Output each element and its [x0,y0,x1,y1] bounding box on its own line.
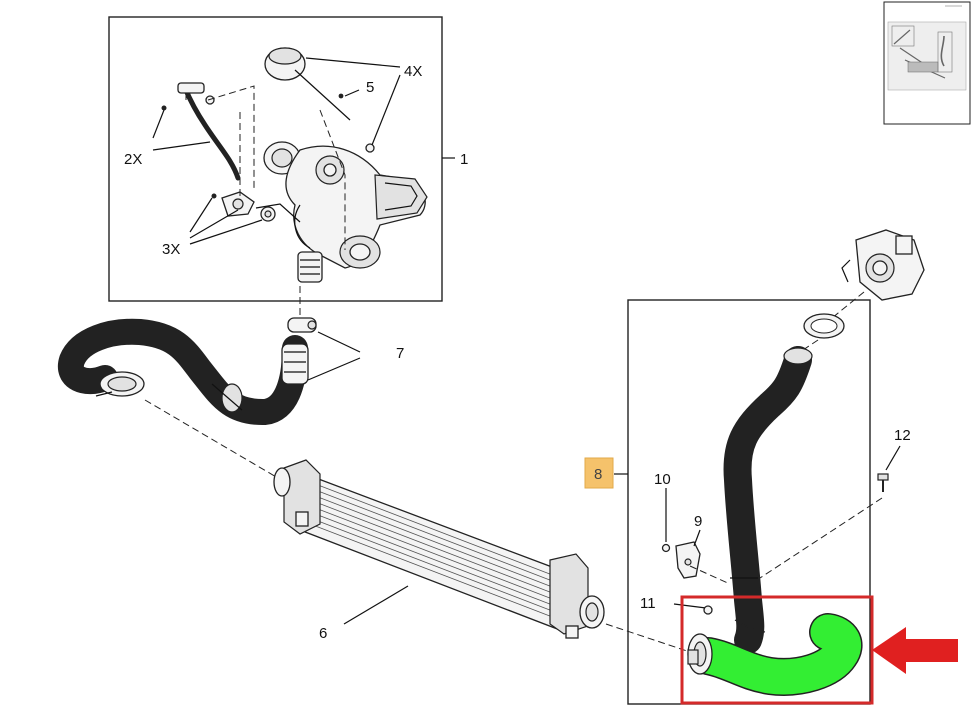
callout-3x: 3X [162,241,180,258]
callout-9: 9 [694,513,702,530]
callout-5: 5 [366,79,374,96]
callout-7: 7 [396,345,404,362]
callout-11: 11 [640,595,656,612]
bolt[interactable] [661,543,671,553]
mounting-bolts[interactable] [211,191,276,222]
outlet-clamp[interactable] [287,317,317,333]
turbocharger[interactable] [255,47,428,283]
callout-12: 12 [894,427,911,444]
upper-hose-clamp[interactable] [803,313,845,339]
callout-6: 6 [319,625,327,642]
screw[interactable] [877,473,889,492]
charge-air-outlet-pipe[interactable] [723,346,813,654]
callout-8: 8 [594,466,602,483]
charge-air-inlet-hose[interactable] [58,318,309,425]
stud[interactable] [338,93,344,99]
pipe-bracket[interactable] [675,541,701,579]
overview-thumbnail[interactable] [883,1,971,125]
oil-feed-pipe[interactable] [161,82,241,181]
callout-8-badge [584,457,614,489]
callout-1: 1 [460,151,468,168]
nut[interactable] [365,143,375,153]
callout-2x: 2X [124,151,142,168]
callout-4x: 4X [404,63,422,80]
throttle-body[interactable] [841,229,925,301]
intercooler[interactable] [273,459,605,639]
inlet-clamp[interactable] [95,371,145,397]
clip[interactable] [703,605,713,615]
turbocharger-assembly-box [108,16,455,302]
callout-10: 10 [654,471,671,488]
highlighted-intercooler-hose[interactable] [687,613,863,696]
red-arrow-left-icon [872,627,958,674]
